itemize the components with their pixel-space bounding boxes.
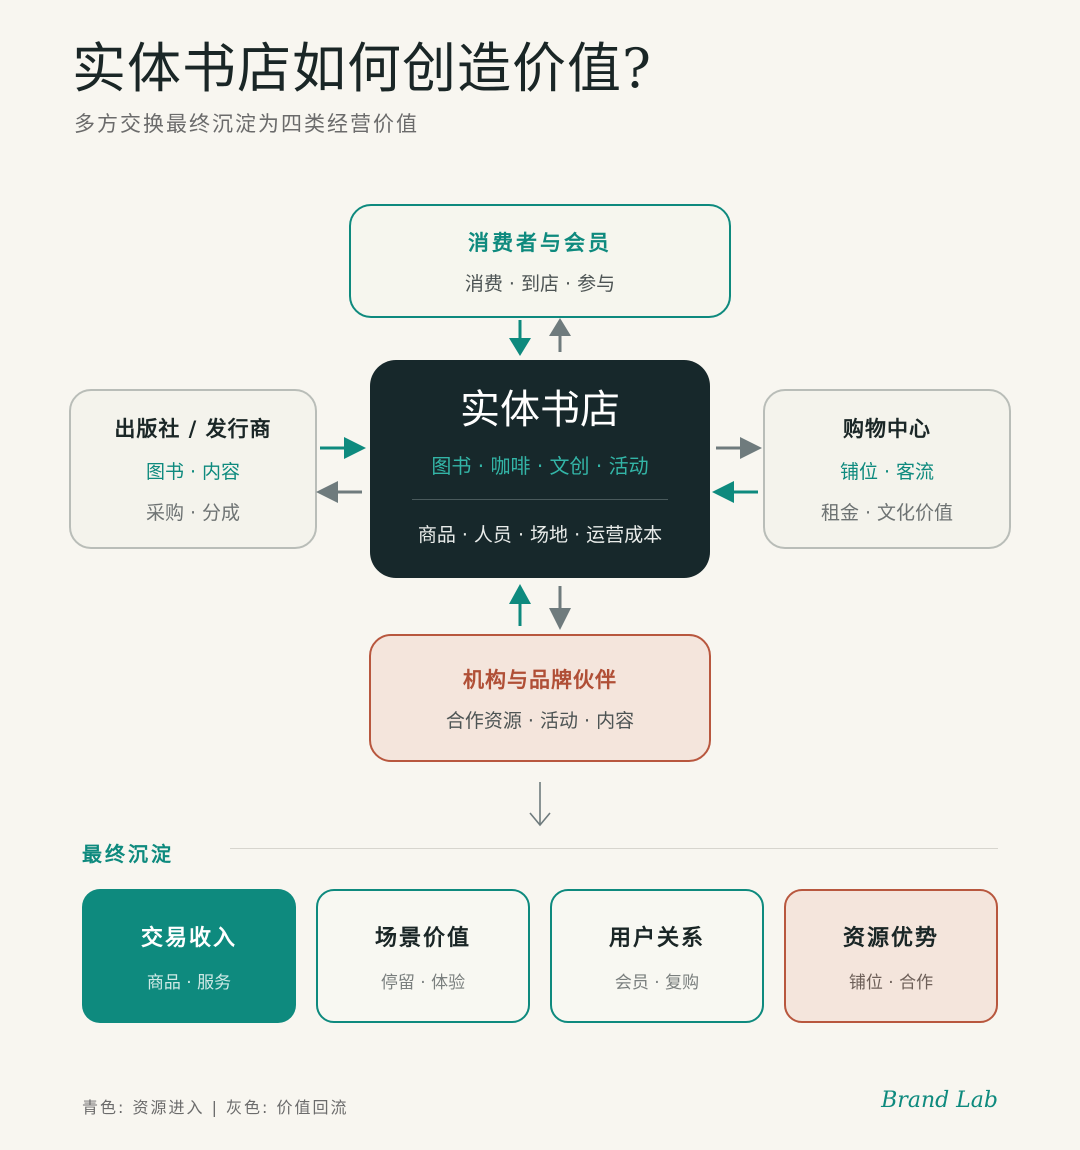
arrow-publisher-to-store	[320, 437, 366, 459]
outcome-card-sub: 商品 · 服务	[146, 972, 232, 993]
arrow-store-to-mall	[716, 437, 762, 459]
consumer-node: 消费者与会员 消费 · 到店 · 参与	[349, 204, 731, 318]
arrow-store-to-partner	[549, 586, 571, 630]
partner-detail: 合作资源 · 活动 · 内容	[445, 709, 635, 732]
brand-mark: Brand Lab	[881, 1088, 998, 1113]
arrow-partner-to-store	[509, 584, 531, 626]
page-title: 实体书店如何创造价值?	[72, 37, 652, 100]
mall-node: 购物中心 铺位 · 客流 租金 · 文化价值	[763, 389, 1011, 549]
outcome-card-scene: 场景价值 停留 · 体验	[316, 889, 530, 1023]
arrow-mall-to-store	[712, 481, 758, 503]
outcome-card-sub: 铺位 · 合作	[848, 972, 934, 993]
consumer-title: 消费者与会员	[468, 230, 612, 255]
outcome-card-resources: 资源优势 铺位 · 合作	[784, 889, 998, 1023]
arrow-store-to-consumer	[549, 318, 571, 352]
consumer-detail: 消费 · 到店 · 参与	[464, 272, 616, 295]
partner-node: 机构与品牌伙伴 合作资源 · 活动 · 内容	[369, 634, 711, 762]
arrow-store-to-publisher	[316, 481, 362, 503]
bookstore-costs: 商品 · 人员 · 场地 · 运营成本	[417, 523, 663, 546]
publisher-title: 出版社 / 发行商	[114, 417, 272, 441]
publisher-node: 出版社 / 发行商 图书 · 内容 采购 · 分成	[69, 389, 317, 549]
outcome-card-relationship: 用户关系 会员 · 复购	[550, 889, 764, 1023]
outcome-card-sub: 会员 · 复购	[614, 972, 700, 993]
outcome-card-revenue: 交易收入 商品 · 服务	[82, 889, 296, 1023]
mall-title: 购物中心	[843, 417, 931, 441]
outcome-card-title: 用户关系	[608, 925, 705, 951]
mall-inflow: 铺位 · 客流	[839, 461, 935, 483]
publisher-inflow: 图书 · 内容	[145, 461, 241, 483]
partner-title: 机构与品牌伙伴	[463, 667, 617, 692]
bookstore-offerings: 图书 · 咖啡 · 文创 · 活动	[431, 453, 649, 478]
bookstore-node: 实体书店 图书 · 咖啡 · 文创 · 活动 商品 · 人员 · 场地 · 运营…	[370, 360, 710, 578]
bookstore-divider	[412, 498, 668, 500]
arrow-to-outcomes	[529, 782, 551, 827]
outcome-section-label: 最终沉淀	[82, 842, 174, 866]
outcome-card-title: 场景价值	[374, 925, 471, 951]
color-legend: 青色: 资源进入 | 灰色: 价值回流	[82, 1098, 349, 1117]
outcome-card-title: 交易收入	[140, 925, 237, 951]
page-subtitle: 多方交换最终沉淀为四类经营价值	[74, 112, 419, 136]
bookstore-title: 实体书店	[460, 386, 620, 433]
arrow-consumer-to-store	[509, 320, 531, 356]
outcome-card-sub: 停留 · 体验	[380, 972, 466, 993]
outcome-divider	[230, 848, 998, 849]
outcome-card-title: 资源优势	[842, 925, 939, 951]
mall-return: 租金 · 文化价值	[820, 502, 954, 524]
publisher-return: 采购 · 分成	[145, 502, 241, 524]
